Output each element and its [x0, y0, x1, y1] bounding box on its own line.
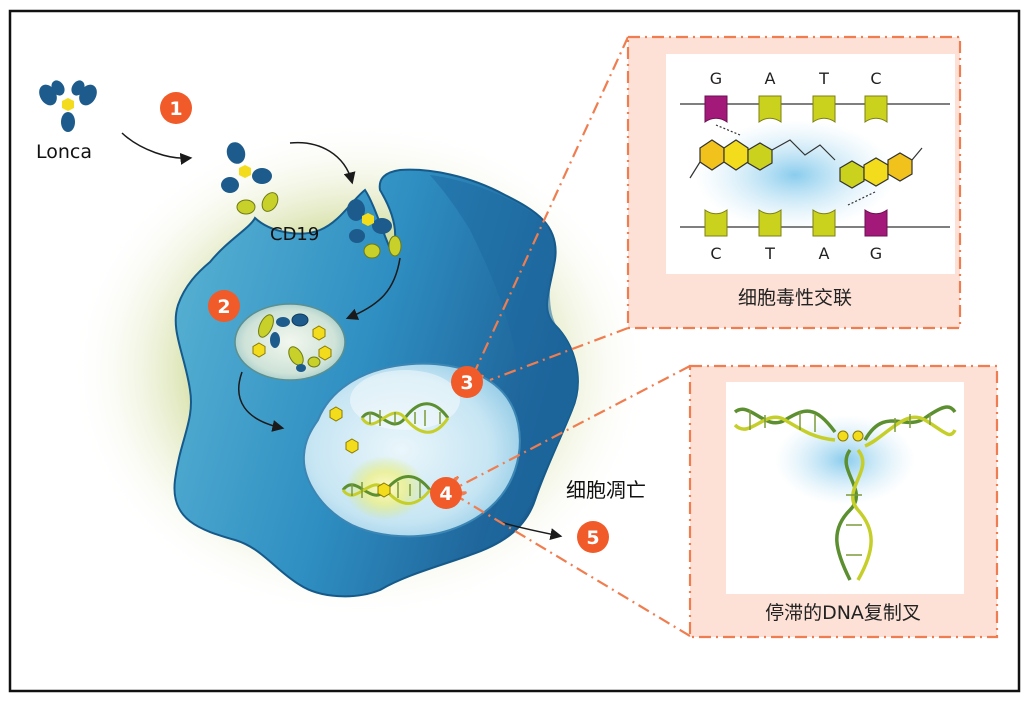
- cell-shade: [430, 175, 578, 550]
- arrow-apoptosis: [499, 521, 563, 541]
- endosome-fragments: [258, 313, 321, 372]
- connector-lines: [452, 36, 691, 637]
- bottom-base: C: [710, 244, 721, 263]
- replication-fork-dna: [733, 405, 957, 581]
- step-1: 1: [160, 92, 192, 124]
- arrow-endosome: [345, 257, 401, 320]
- arrow-binding: [121, 132, 193, 165]
- apoptosis-label: 细胞凋亡: [566, 478, 646, 502]
- fork-payload: [852, 430, 864, 442]
- bound-antibody-2: [347, 199, 402, 259]
- bottom-base: T: [764, 244, 775, 263]
- svg-text:1: 1: [169, 98, 182, 120]
- free-antibody: [39, 80, 97, 132]
- crosslink-caption: 细胞毒性交联: [738, 287, 852, 309]
- step-3: 3: [451, 366, 483, 398]
- payload-hex: [318, 345, 332, 361]
- arrow-internalize: [289, 141, 356, 185]
- bottom-base: A: [819, 244, 830, 263]
- payload-in-dna: [377, 482, 391, 498]
- top-base: G: [710, 69, 722, 88]
- endosome: [234, 303, 346, 381]
- svg-text:5: 5: [586, 527, 599, 549]
- fork-caption: 停滞的DNA复制叉: [765, 602, 921, 624]
- receptor-label: CD19: [270, 224, 319, 245]
- step-5: 5: [577, 521, 609, 553]
- step-2: 2: [208, 290, 240, 322]
- drug-label: Lonca: [36, 141, 92, 163]
- bottom-base: G: [870, 244, 882, 263]
- nucleus-dna-upper: [360, 402, 450, 434]
- crosslink-molecule: [689, 124, 923, 206]
- bound-antibody-1: [221, 142, 279, 215]
- top-base: A: [765, 69, 776, 88]
- crosslink-panel: G A T C C T A G 细胞毒性交: [626, 35, 962, 330]
- payload-hex: [329, 406, 343, 422]
- svg-text:2: 2: [217, 296, 230, 318]
- svg-text:4: 4: [439, 483, 452, 505]
- fork-payload: [837, 430, 849, 442]
- top-base: C: [870, 69, 881, 88]
- fork-panel: 停滞的DNA复制叉: [688, 364, 999, 639]
- step-4: 4: [430, 477, 462, 509]
- payload-hex: [345, 438, 359, 454]
- payload-hex: [252, 342, 266, 358]
- top-base: T: [818, 69, 829, 88]
- payload-hex: [312, 325, 326, 341]
- arrow-release: [238, 371, 285, 432]
- svg-text:3: 3: [460, 372, 473, 394]
